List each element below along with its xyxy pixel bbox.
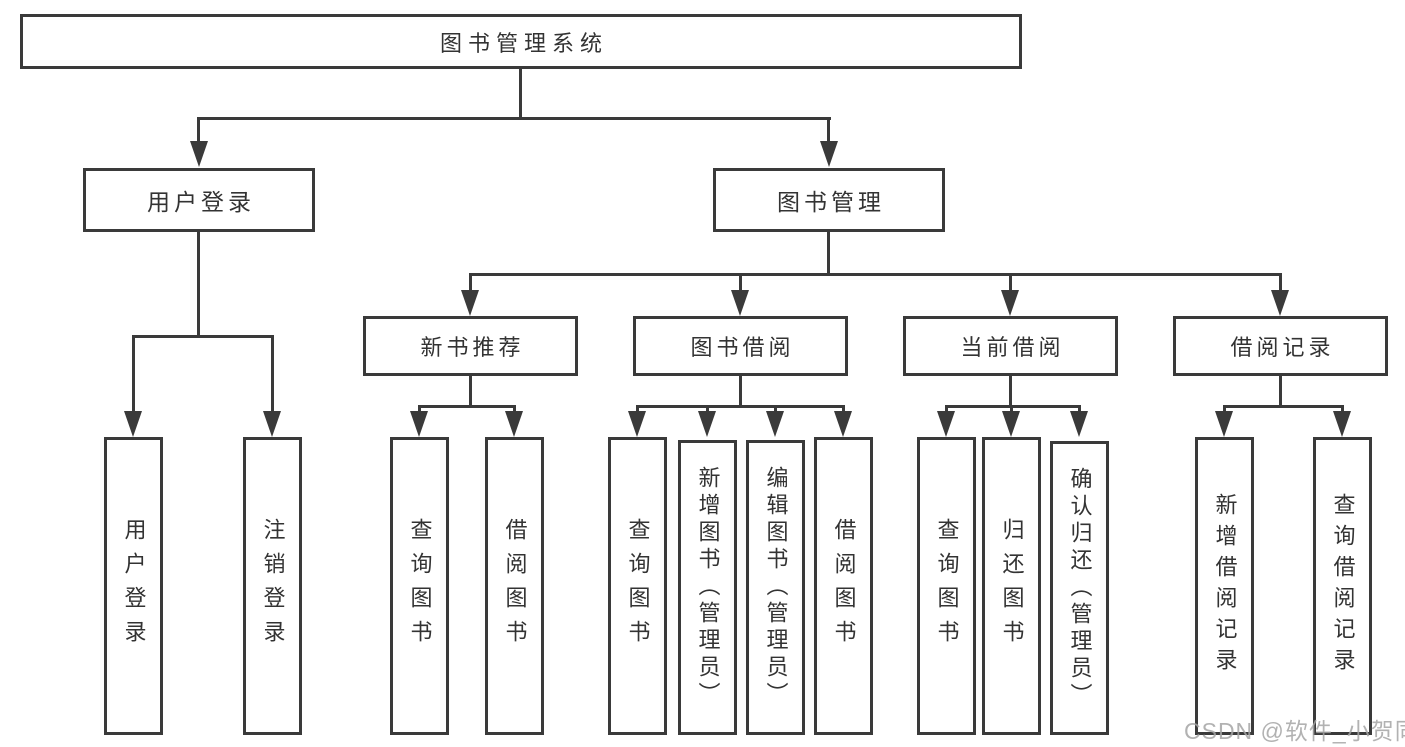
connector-book-borrow-hline — [636, 405, 845, 408]
node-user-login: 用户登录 — [83, 168, 315, 232]
arrowhead-g2-borrow-book — [505, 411, 523, 437]
leaf-g3-query-book-label: 查询图书 — [625, 518, 651, 654]
arrowhead-g3-borrow-book — [834, 411, 852, 437]
leaf-logout: 注销登录 — [243, 437, 302, 735]
leaf-g2-query-book: 查询图书 — [390, 437, 449, 735]
connector-book-borrow-stem — [739, 374, 742, 408]
node-book-borrow: 图书借阅 — [633, 316, 848, 376]
node-new-book-recommend-label: 新书推荐 — [420, 335, 525, 360]
connector-level2-hline — [197, 117, 831, 120]
connector-g3-stub-4 — [842, 405, 845, 414]
connector-level3-hline — [469, 273, 1282, 276]
arrowhead-book-borrow — [731, 290, 749, 316]
connector-leaf-logout-stub — [271, 335, 274, 415]
leaf-g5-add-borrow-record-label: 新增借阅记录 — [1212, 493, 1238, 679]
connector-g2-stub-2 — [513, 405, 516, 414]
node-current-borrow: 当前借阅 — [903, 316, 1118, 376]
arrowhead-g3-edit-book — [766, 411, 784, 437]
arrowhead-g5-add-record — [1215, 411, 1233, 437]
leaf-user-login-label: 用户登录 — [121, 518, 147, 654]
leaf-g3-add-book-admin-label: 新增图书（管理员） — [695, 466, 721, 709]
connector-g5-stub-2 — [1341, 405, 1344, 414]
leaf-g4-query-book: 查询图书 — [917, 437, 976, 735]
connector-g3-stub-2 — [706, 405, 709, 414]
connector-user-login-hline — [132, 335, 274, 338]
arrowhead-g5-query-record — [1333, 411, 1351, 437]
node-root: 图书管理系统 — [20, 14, 1022, 69]
node-book-borrow-label: 图书借阅 — [690, 335, 795, 360]
leaf-g2-query-book-label: 查询图书 — [407, 518, 433, 654]
connector-g3-stub-3 — [774, 405, 777, 414]
leaf-g3-borrow-book-label: 借阅图书 — [831, 518, 857, 654]
leaf-g5-query-borrow-record-label: 查询借阅记录 — [1330, 493, 1356, 679]
node-root-label: 图书管理系统 — [439, 30, 608, 56]
arrowhead-g2-query-book — [410, 411, 428, 437]
csdn-watermark: CSDN @软件_小贺同学 — [1184, 718, 1405, 744]
node-new-book-recommend: 新书推荐 — [363, 316, 578, 376]
node-borrow-record-label: 借阅记录 — [1230, 335, 1335, 360]
connector-current-borrow-hline — [945, 405, 1081, 408]
connector-borrow-record-stem — [1279, 374, 1282, 408]
arrowhead-leaf-user-login — [124, 411, 142, 437]
leaf-g3-borrow-book: 借阅图书 — [814, 437, 873, 735]
leaf-g5-query-borrow-record: 查询借阅记录 — [1313, 437, 1372, 735]
arrowhead-g3-query-book — [628, 411, 646, 437]
arrowhead-g4-confirm-return — [1070, 411, 1088, 437]
arrowhead-leaf-logout — [263, 411, 281, 437]
arrowhead-book-management — [820, 141, 838, 167]
connector-g3-stub-1 — [636, 405, 639, 414]
leaf-g4-query-book-label: 查询图书 — [934, 518, 960, 654]
arrowhead-current-borrow — [1001, 290, 1019, 316]
connector-g4-stub-3 — [1078, 405, 1081, 414]
arrowhead-user-login — [190, 141, 208, 167]
leaf-g3-edit-book-admin: 编辑图书（管理员） — [746, 440, 805, 735]
connector-new-book-stub — [469, 273, 472, 293]
connector-borrow-record-stub — [1279, 273, 1282, 293]
node-current-borrow-label: 当前借阅 — [960, 335, 1065, 360]
connector-current-borrow-stem — [1009, 374, 1012, 408]
connector-book-borrow-stub — [739, 273, 742, 293]
leaf-logout-label: 注销登录 — [260, 518, 286, 654]
node-book-management-label: 图书管理 — [777, 189, 885, 215]
leaf-user-login: 用户登录 — [104, 437, 163, 735]
leaf-g3-edit-book-admin-label: 编辑图书（管理员） — [763, 466, 789, 709]
connector-new-book-stem — [469, 374, 472, 408]
leaf-g4-return-book: 归还图书 — [982, 437, 1041, 735]
connector-borrow-record-hline — [1223, 405, 1344, 408]
connector-g4-stub-2 — [1010, 405, 1013, 414]
connector-current-borrow-stub — [1009, 273, 1012, 293]
leaf-g3-query-book: 查询图书 — [608, 437, 667, 735]
connector-user-login-stem — [197, 230, 200, 338]
arrowhead-borrow-record — [1271, 290, 1289, 316]
arrowhead-g3-add-book — [698, 411, 716, 437]
leaf-g4-confirm-return-admin: 确认归还（管理员） — [1050, 441, 1109, 735]
arrowhead-new-book-recommend — [461, 290, 479, 316]
leaf-g4-confirm-return-admin-label: 确认归还（管理员） — [1067, 466, 1093, 710]
leaf-g5-add-borrow-record: 新增借阅记录 — [1195, 437, 1254, 735]
arrowhead-g4-return-book — [1002, 411, 1020, 437]
node-borrow-record: 借阅记录 — [1173, 316, 1388, 376]
connector-root-stem — [519, 66, 522, 120]
leaf-g2-borrow-book: 借阅图书 — [485, 437, 544, 735]
connector-user-login-stub — [197, 117, 200, 143]
node-user-login-label: 用户登录 — [147, 189, 255, 215]
leaf-g2-borrow-book-label: 借阅图书 — [502, 518, 528, 654]
connector-g2-stub-1 — [418, 405, 421, 414]
connector-book-management-stem — [827, 230, 830, 276]
connector-leaf-user-login-stub — [132, 335, 135, 415]
connector-book-management-stub — [827, 117, 830, 143]
leaf-g4-return-book-label: 归还图书 — [999, 518, 1025, 654]
connector-g4-stub-1 — [945, 405, 948, 414]
arrowhead-g4-query-book — [937, 411, 955, 437]
leaf-g3-add-book-admin: 新增图书（管理员） — [678, 440, 737, 735]
node-book-management: 图书管理 — [713, 168, 945, 232]
connector-new-book-hline — [418, 405, 516, 408]
connector-g5-stub-1 — [1223, 405, 1226, 414]
